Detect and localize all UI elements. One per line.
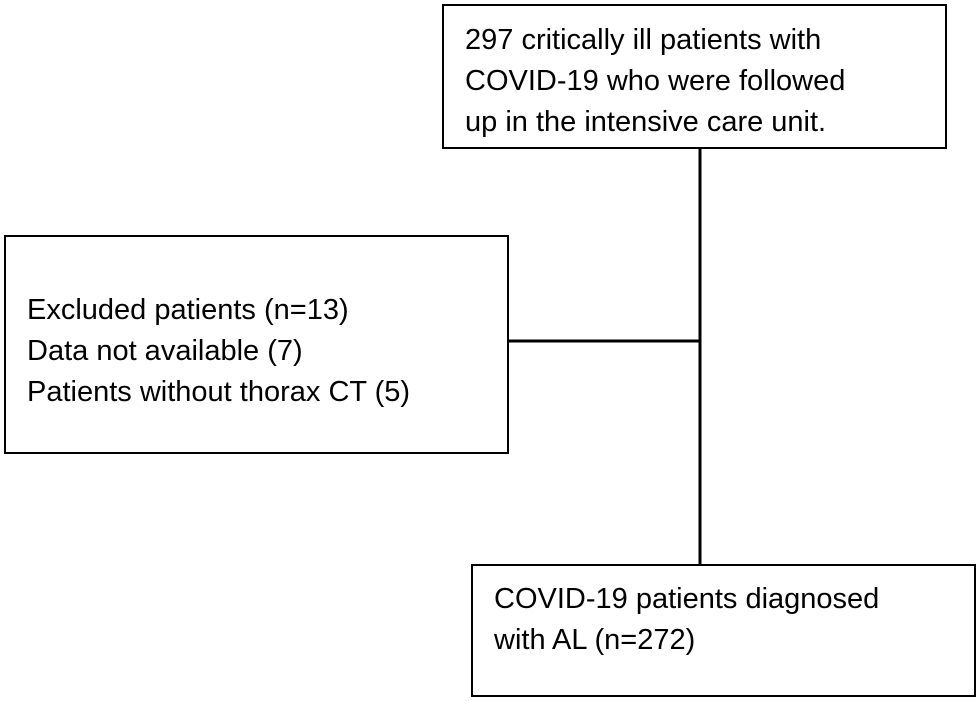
result-text-line: with AL (n=272) xyxy=(494,624,696,656)
enrollment-box: 297 critically ill patients with COVID-1… xyxy=(442,4,947,149)
result-text-line: COVID-19 patients diagnosed xyxy=(494,583,880,615)
result-box: COVID-19 patients diagnosed with AL (n=2… xyxy=(471,564,976,697)
exclusion-text-line: Excluded patients (n=13) xyxy=(27,294,349,326)
enrollment-text-line: up in the intensive care unit. xyxy=(465,106,827,138)
exclusion-text-line: Data not available (7) xyxy=(27,335,303,367)
enrollment-text-line: COVID-19 who were followed xyxy=(465,65,846,97)
exclusion-text-line: Patients without thorax CT (5) xyxy=(27,376,411,408)
exclusion-box: Excluded patients (n=13) Data not availa… xyxy=(4,235,509,454)
enrollment-text-line: 297 critically ill patients with xyxy=(465,24,822,56)
